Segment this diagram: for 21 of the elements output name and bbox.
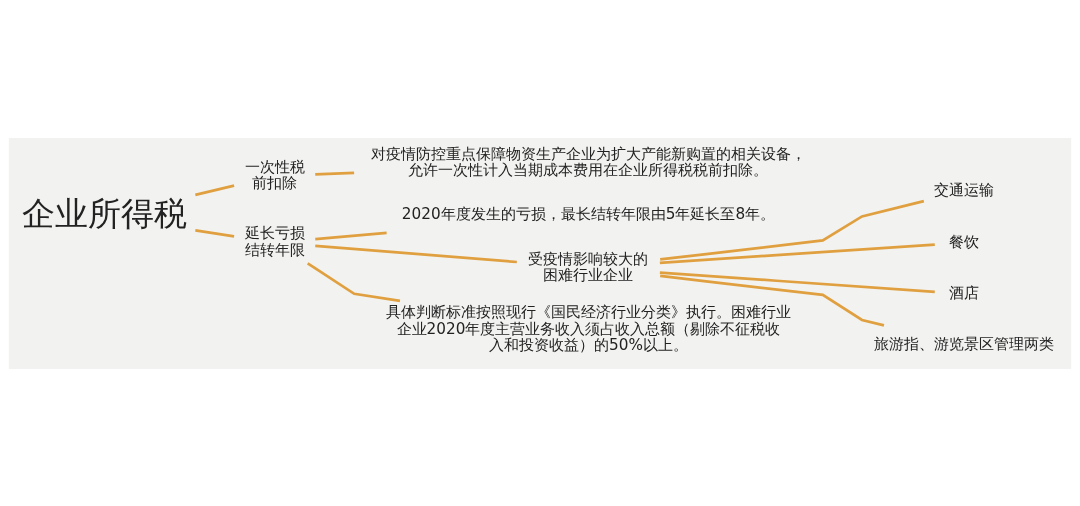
node-text: 交通运输 [934,180,995,199]
connector [315,231,387,240]
node-text: 2020年度发生的亏损，最长结转年限由5年延长至8年。 [401,204,776,223]
connector [660,274,885,327]
node-text: 具体判断标准按照现行《国民经济行业分类》执行。困难行业企业2020年度主营业务收入须占收入总额（剔除不征税收入和投资收益）的50%以上。 [385,302,791,354]
connector [315,171,355,176]
node-text: 一次性税前扣除 [244,157,305,192]
connector [195,228,235,238]
node-text: 企业所得税 [21,194,187,233]
connector [315,243,517,263]
node-text: 对疫情防控重点保障物资生产企业为扩大产能新购置的相关设备，允许一次性计入当期成本费用在企业所得税税前扣除。 [370,144,806,179]
connector [659,242,935,264]
connector [659,270,935,293]
node-text: 餐饮 [949,232,980,251]
node-text: 酒店 [949,283,980,302]
node-text: 旅游指、游览景区管理两类 [874,334,1055,353]
connector [195,183,235,196]
connector [306,261,401,302]
node-text: 延长亏损结转年限 [244,223,305,259]
node-text: 受疫情影响较大的困难行业企业 [528,249,649,284]
connector [660,199,925,261]
